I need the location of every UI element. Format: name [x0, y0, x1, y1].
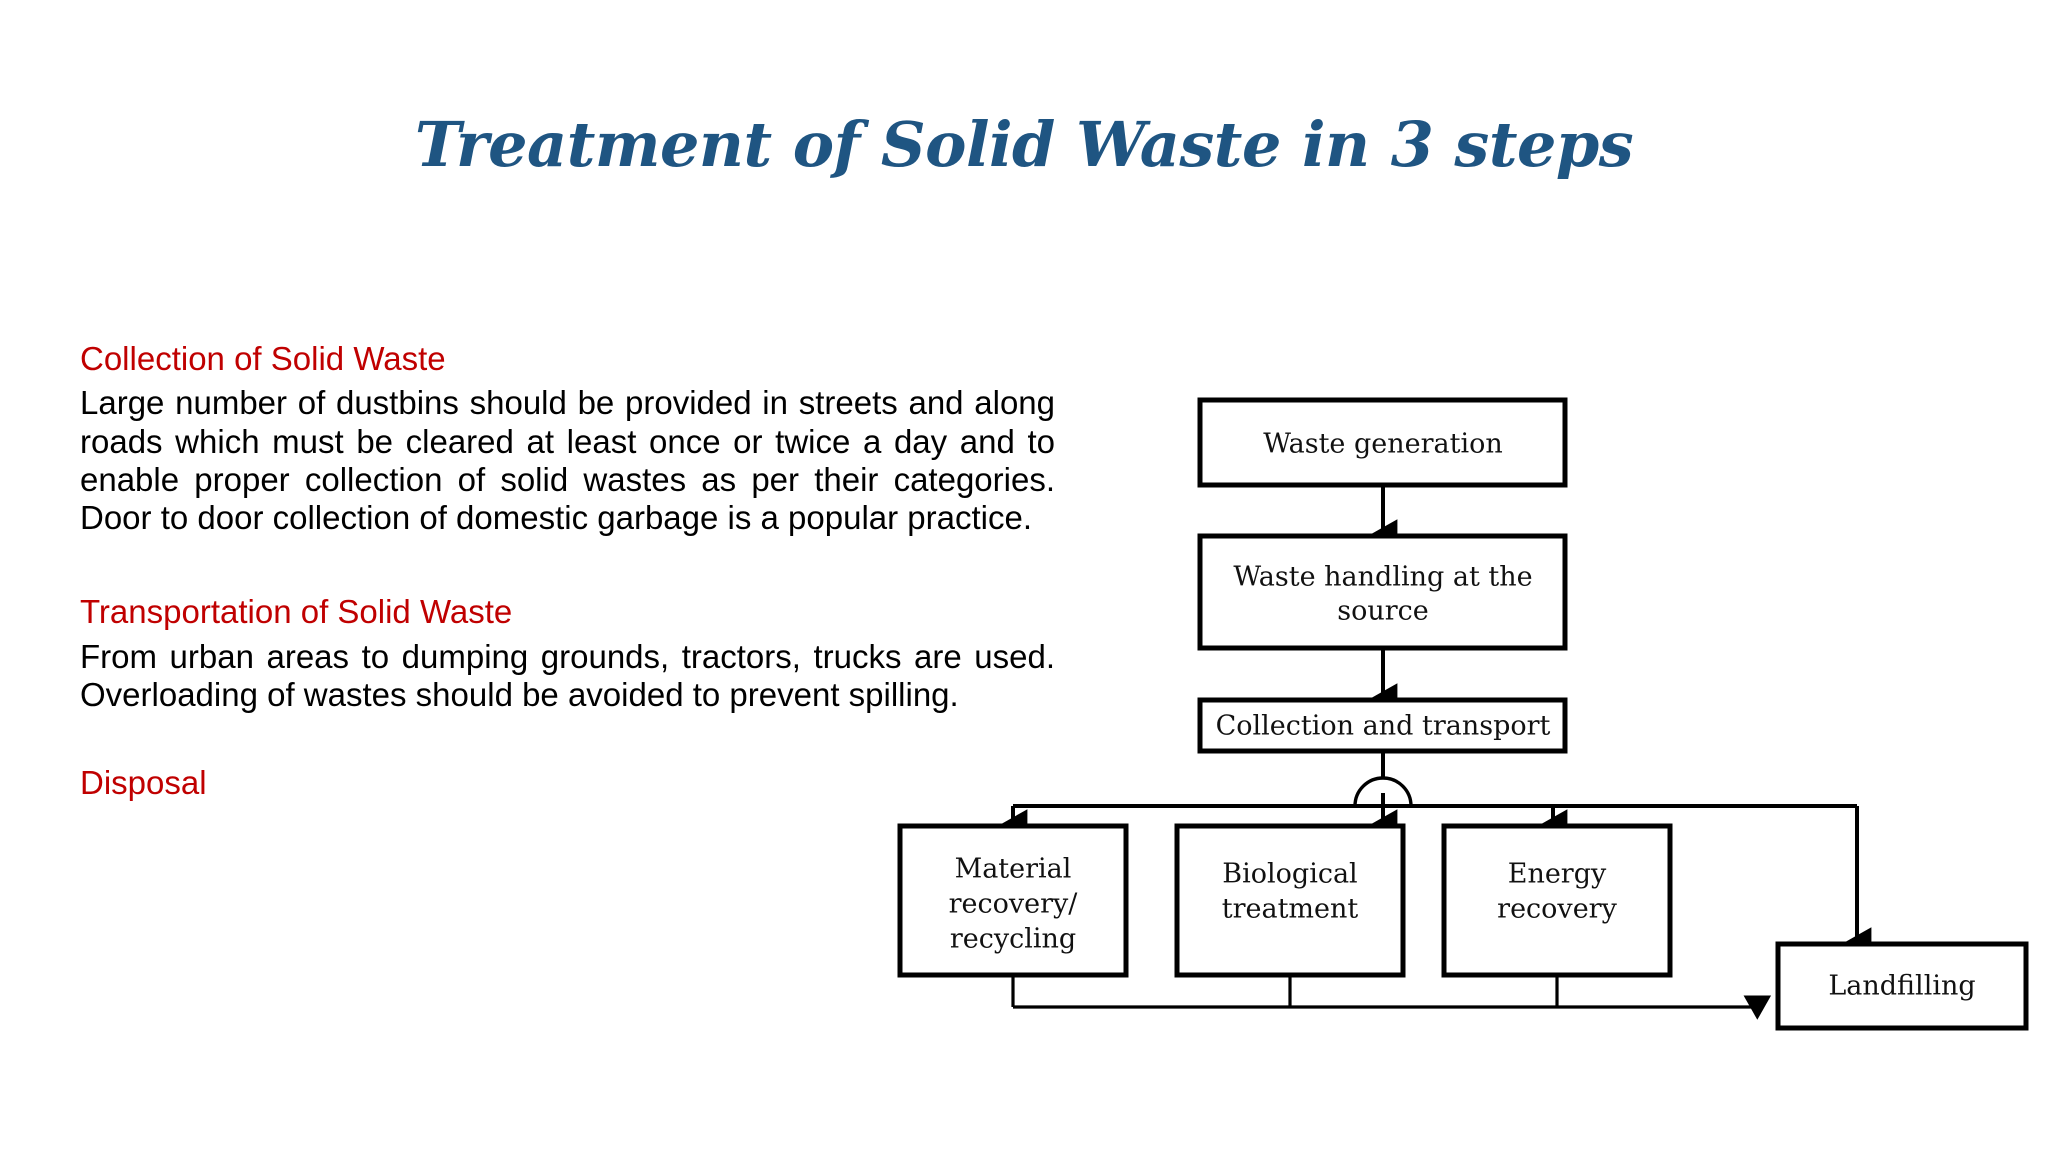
flow-node-label-landfilling: Landfilling [1828, 971, 1975, 1002]
edge-crossover-hop-arc [1353, 776, 1413, 807]
flow-node-label-waste-handling-line1: Waste handling at the [1233, 562, 1532, 593]
text-content-column: Collection of Solid Waste Large number o… [80, 340, 1055, 808]
flow-node-material-recovery: Material recovery/ recycling [897, 823, 1129, 978]
flow-node-label-energy-recovery-line2: recovery [1497, 894, 1617, 925]
section-heading-transportation: Transportation of Solid Waste [80, 593, 513, 631]
section-heading-collection: Collection of Solid Waste [80, 340, 446, 377]
flow-node-label-waste-generation: Waste generation [1263, 429, 1503, 460]
section-body-transportation: From urban areas to dumping grounds, tra… [80, 637, 1055, 713]
section-spacer-2 [80, 714, 1055, 764]
section-heading-disposal: Disposal [80, 764, 207, 802]
section-body-collection: Large number of dustbins should be provi… [80, 384, 1055, 537]
flow-node-label-biological-line2: treatment [1222, 894, 1359, 925]
section-collection: Collection of Solid Waste Large number o… [80, 340, 1055, 537]
section-transportation: Transportation of Solid Waste From urban… [80, 593, 1055, 714]
flow-node-waste-generation: Waste generation [1197, 397, 1568, 488]
flow-node-landfilling: Landfilling [1775, 941, 2029, 1031]
flow-node-label-collection: Collection and transport [1216, 711, 1551, 742]
section-disposal: Disposal [80, 764, 1055, 802]
page-title: Treatment of Solid Waste in 3 steps [414, 108, 1634, 181]
flow-node-label-waste-handling-line2: source [1337, 596, 1429, 627]
flow-node-label-material-recovery-line2: recovery/ [949, 889, 1079, 920]
flow-node-energy-recovery: Energy recovery [1441, 823, 1673, 978]
flow-node-biological: Biological treatment [1174, 823, 1406, 978]
flow-node-waste-handling: Waste handling at the source [1197, 533, 1568, 651]
flow-node-label-material-recovery-line3: recycling [950, 924, 1076, 955]
section-spacer-1 [80, 537, 1055, 593]
flow-node-label-biological-line1: Biological [1222, 859, 1357, 890]
flow-node-label-energy-recovery-line1: Energy [1508, 859, 1607, 890]
flow-node-collection: Collection and transport [1197, 697, 1568, 754]
flow-node-label-material-recovery-line1: Material [955, 854, 1072, 885]
